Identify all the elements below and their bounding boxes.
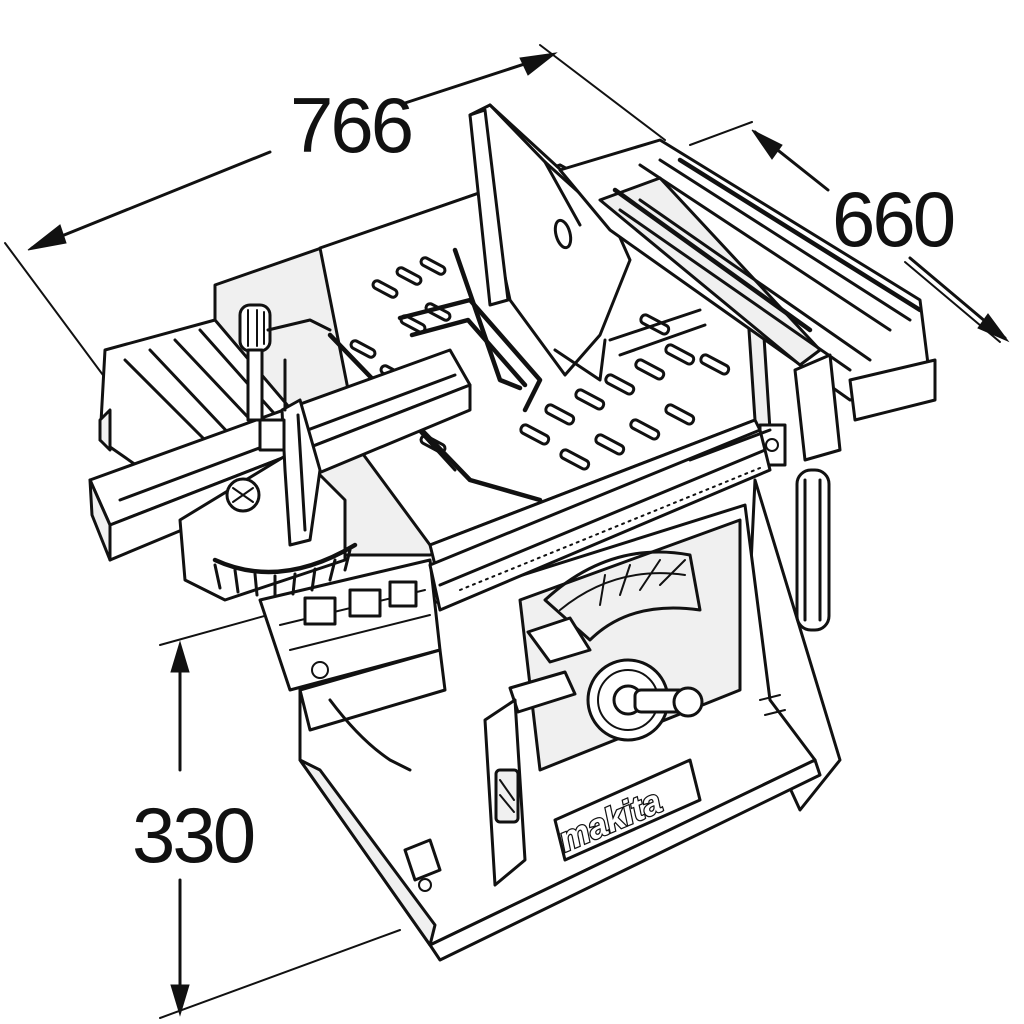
miter-protractor-ticks (213, 548, 352, 598)
dimension-766: 766 (4, 44, 666, 399)
extension-line-top (689, 121, 753, 146)
extension-rail-1 (638, 163, 892, 332)
rip-fence (558, 138, 937, 632)
throat-plate-line-right (608, 308, 702, 342)
fence-clamp-bolt (765, 438, 779, 452)
front-rail-groove (438, 448, 767, 587)
left-extension-rib-3 (173, 338, 262, 432)
rip-fence-top-edge (612, 187, 813, 333)
miter-lock-knob (238, 303, 272, 353)
arrowhead-660-top (751, 129, 783, 160)
fence-handle-grip (803, 478, 822, 622)
switch-marks (499, 779, 515, 813)
arrowhead-660-bottom (977, 313, 1010, 343)
lower-linkage (328, 698, 412, 772)
left-extension-rib-2 (148, 348, 237, 442)
left-extension-rib-1 (123, 358, 212, 447)
blade-guard (468, 103, 632, 382)
table-slot (519, 423, 551, 446)
extension-line-bottom (159, 929, 401, 1019)
arc-ticks (559, 572, 686, 611)
handwheel-knob (672, 686, 704, 718)
table-slot (629, 418, 661, 441)
lower-screw (311, 661, 329, 679)
table-slot (371, 279, 399, 299)
dimension-line-766-left (30, 150, 272, 250)
extension-slot-1 (618, 208, 852, 372)
blade-guard-window (553, 218, 573, 250)
miter-gauge (88, 303, 472, 602)
miter-knob-grip (247, 309, 265, 347)
table-slot (699, 353, 731, 376)
left-lower-mechanism (258, 558, 447, 772)
dimension-330: 330 (132, 569, 431, 1019)
blade-guard-side-rib (543, 160, 582, 227)
extension-slot-2 (638, 198, 872, 362)
table-slot (594, 433, 626, 456)
dimension-label-766: 766 (290, 81, 411, 169)
elevation-arc (543, 550, 702, 642)
miter-protractor-arc (212, 542, 358, 575)
table-slot (395, 266, 423, 286)
table-slot (604, 373, 636, 396)
arrowhead-330-bottom (170, 984, 190, 1017)
extension-rail-2 (658, 158, 912, 322)
dimension-660: 660 (689, 121, 1010, 343)
power-switch (494, 768, 520, 824)
front-rail-end (688, 428, 772, 462)
arrowhead-330-top (170, 640, 190, 673)
riving-knife (553, 338, 607, 382)
left-extension-end (98, 408, 112, 452)
table-slot (664, 403, 696, 426)
table-slot (559, 448, 591, 471)
left-extension-rib-4 (198, 328, 282, 422)
bracket-block-3 (388, 580, 418, 608)
bracket-block-2 (348, 588, 382, 618)
table-slot (349, 339, 377, 359)
front-fence-rail (428, 428, 772, 612)
base-foot-pad (403, 838, 442, 882)
table-slot (664, 343, 696, 366)
bracket-block-1 (303, 596, 337, 626)
logo-plate (553, 758, 702, 862)
table-top (213, 163, 772, 567)
miter-pivot-mark (232, 487, 254, 503)
table-slot (544, 403, 576, 426)
fence-lock-handle (795, 468, 831, 632)
extension-end-cap (848, 358, 937, 422)
dimension-label-330: 330 (132, 791, 254, 879)
miter-hold-arm (266, 318, 332, 332)
blade-guard-edge (468, 108, 510, 307)
arrowhead-766-right (519, 52, 558, 76)
base-foot-front (428, 758, 822, 962)
front-rail-scale (459, 467, 761, 591)
throat-plate-line-right-2 (618, 323, 707, 357)
miter-knob-post (246, 348, 264, 422)
base-right-vents (759, 694, 786, 716)
miter-handle-edge (296, 413, 307, 532)
table-slot (419, 256, 447, 276)
arrowhead-766-left (27, 224, 67, 251)
throat-plate-chevron-2 (409, 317, 528, 388)
base-foot-left (298, 758, 437, 947)
extension-line-right (539, 44, 666, 141)
blade-slot-line (452, 247, 523, 391)
miter-clamp (258, 418, 286, 452)
table-slot (634, 358, 666, 381)
throat-plate-chevron-1 (397, 297, 543, 413)
base-bolt (418, 878, 432, 892)
dimension-label-660: 660 (832, 175, 954, 263)
table-slot (574, 388, 606, 411)
extension-rail-3 (677, 157, 923, 313)
extension-line-left (4, 242, 121, 399)
bevel-bracket (526, 616, 592, 664)
fence-lock-housing (793, 353, 842, 462)
arc-marks (599, 559, 686, 606)
blade-guard-cover (468, 103, 632, 377)
